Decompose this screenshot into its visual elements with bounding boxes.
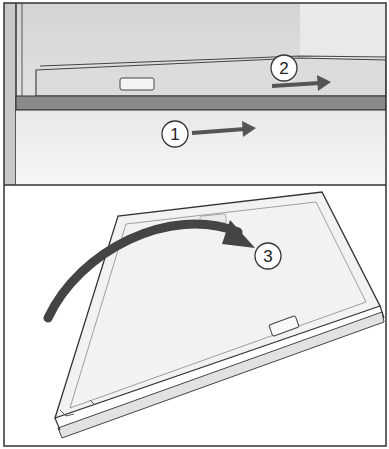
callout-number: 1 [170, 126, 179, 143]
callout-number: 3 [263, 248, 272, 265]
fridge-interior [4, 3, 386, 185]
callout-number: 2 [279, 60, 288, 77]
